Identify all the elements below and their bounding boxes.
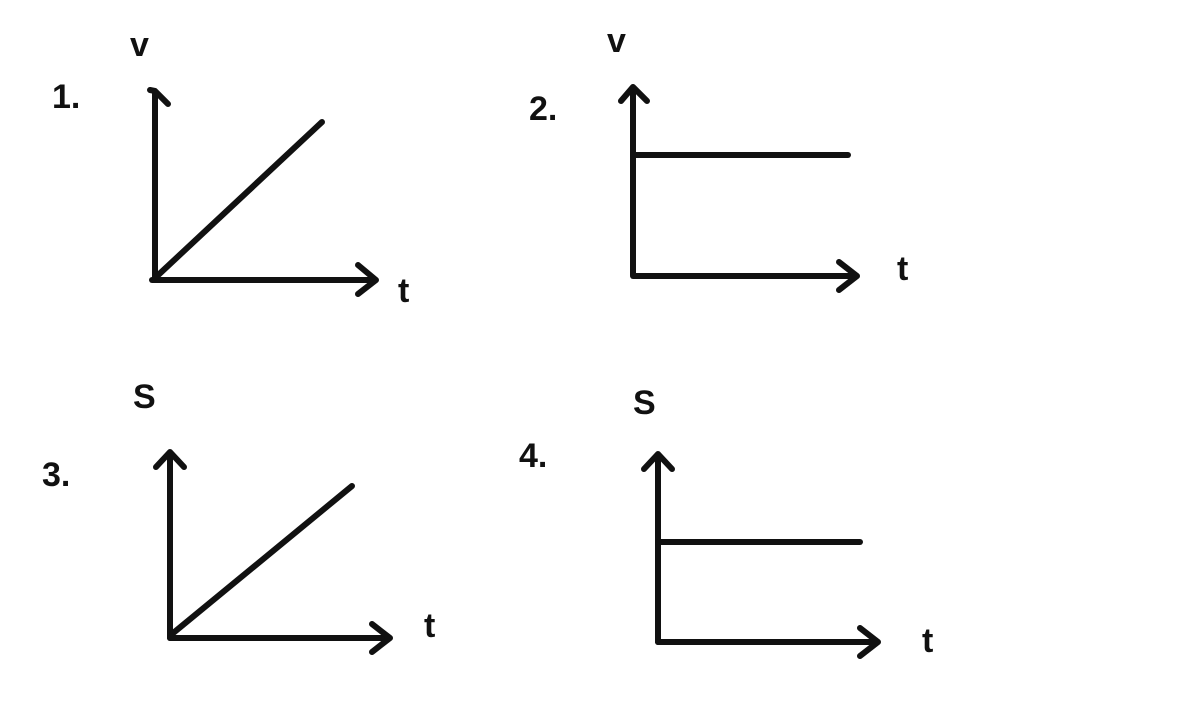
graph-4: 4. S t	[519, 384, 933, 660]
graph-2-number: 2.	[529, 90, 557, 128]
graph-4-y-arrowhead	[641, 451, 675, 472]
graph-1-number: 1.	[52, 78, 80, 116]
graph-4-y-label: S	[633, 384, 656, 422]
graph-3-data-line	[169, 483, 355, 637]
graph-2-y-arrowhead	[618, 84, 650, 104]
graph-2-y-label: v	[607, 22, 626, 60]
graph-3-y-arrowhead	[153, 449, 187, 470]
graph-2-x-label: t	[897, 250, 908, 288]
graph-3-x-arrowhead	[369, 621, 393, 655]
graph-1-x-label: t	[398, 272, 409, 310]
graph-4-number: 4.	[519, 437, 547, 475]
graph-1: 1. v t	[52, 26, 409, 310]
graph-1-data-line	[152, 119, 325, 281]
graph-1-y-arrowhead	[147, 87, 171, 107]
graph-1-y-label: v	[130, 26, 149, 64]
graph-4-x-arrowhead	[857, 625, 881, 659]
graph-1-x-arrowhead	[355, 262, 379, 297]
graph-3-number: 3.	[42, 456, 70, 494]
graph-2: 2. v t	[529, 22, 908, 293]
graph-3: 3. S t	[42, 378, 435, 655]
graph-4-x-label: t	[922, 622, 933, 660]
graph-2-x-arrowhead	[836, 259, 860, 293]
graph-3-x-label: t	[424, 607, 435, 645]
graph-3-y-label: S	[133, 378, 156, 416]
